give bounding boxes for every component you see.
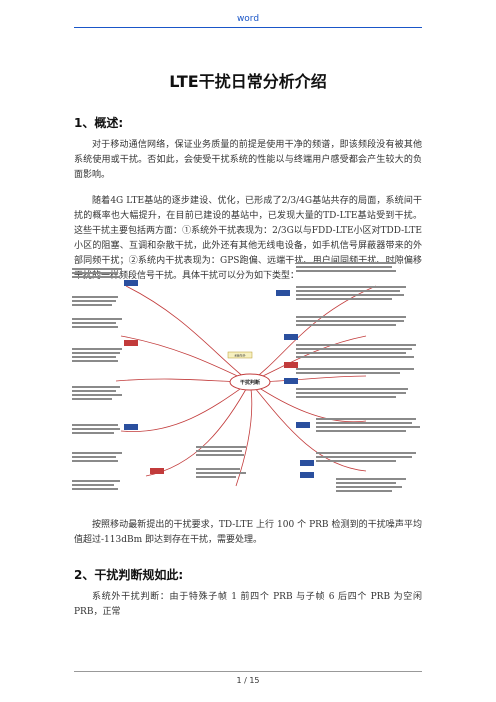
section1-paragraph-3: 按照移动最新提出的干扰要求，TD-LTE 上行 100 个 PRB 检测到的干扰… <box>74 520 422 545</box>
mindmap-svg: 干扰判断 系统内/外 <box>72 262 420 492</box>
mindmap-sub-center-label: 系统内/外 <box>234 354 246 358</box>
section1-paragraph-2: 随着4G LTE基站的逐步建设、优化，已形成了2/3/4G基站共存的局面，系统间… <box>74 196 422 281</box>
page-number: 1 / 15 <box>236 676 260 685</box>
section1-heading: 1、概述: <box>74 116 124 130</box>
section2-paragraph-1: 系统外干扰判断：由于特殊子帧 1 前四个 PRB 与子帧 6 后四个 PRB 为… <box>74 592 422 617</box>
header-word-label: word <box>236 14 260 24</box>
footer-divider <box>74 671 422 672</box>
section2-heading: 2、干扰判断规如此: <box>74 568 184 582</box>
document-title: LTE干扰日常分析介绍 <box>169 72 327 91</box>
section1-paragraph-1: 对于移动通信网络，保证业务质量的前提是使用干净的频谱，即该频段没有被其他系统使用… <box>74 140 422 180</box>
mindmap-center-label: 干扰判断 <box>240 379 260 386</box>
interference-mindmap-figure: 干扰判断 系统内/外 <box>66 256 434 508</box>
header-divider <box>74 27 422 28</box>
